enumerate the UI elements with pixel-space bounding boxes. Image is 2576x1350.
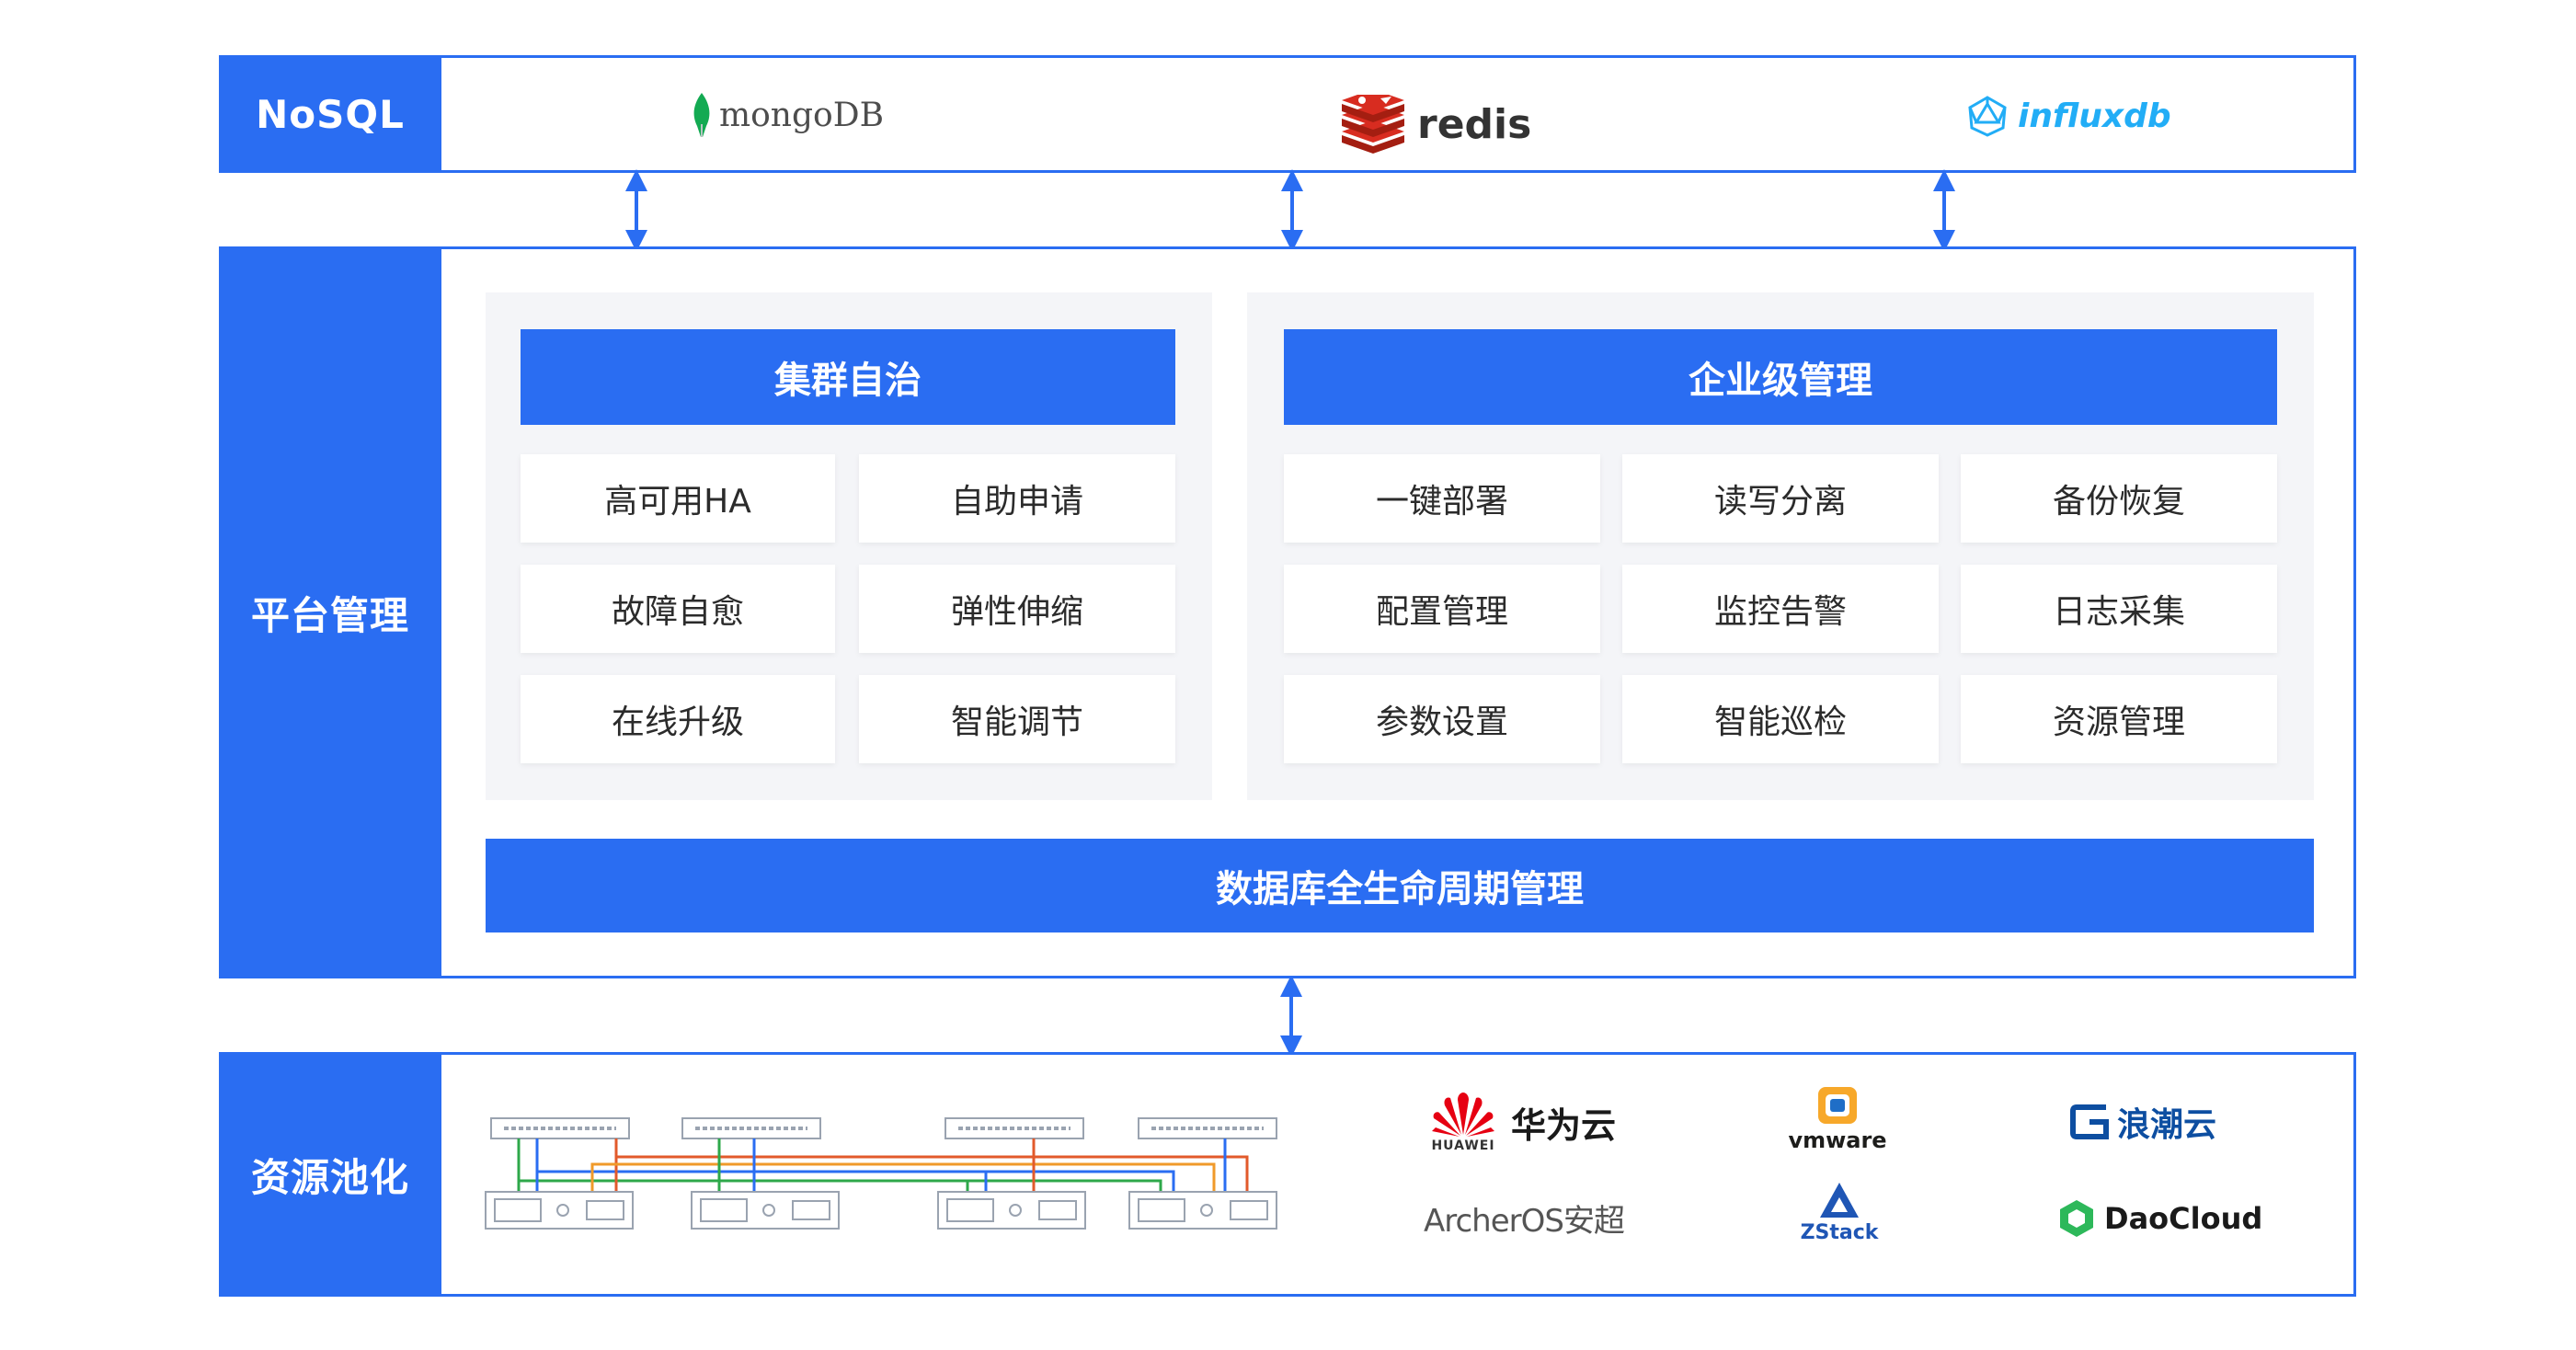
mongodb-logo: mongoDB (690, 87, 884, 143)
enterprise-item: 读写分离 (1622, 454, 1939, 543)
huawei-cloud-name: 华为云 (1511, 1104, 1617, 1146)
resource-label: 资源池化 (219, 1052, 441, 1297)
zstack-mountain-icon (1816, 1181, 1862, 1221)
vmware-wordmark: vmware (1788, 1127, 1887, 1153)
server-icon (485, 1191, 1277, 1230)
cluster-item: 故障自愈 (521, 565, 835, 653)
daocloud-icon (2056, 1198, 2097, 1239)
daocloud-wordmark: DaoCloud (2104, 1201, 2263, 1236)
cluster-title: 集群自治 (521, 329, 1175, 425)
enterprise-item: 日志采集 (1961, 565, 2277, 653)
inspur-cloud-logo: 浪潮云 (2069, 1096, 2216, 1148)
enterprise-item: 备份恢复 (1961, 454, 2277, 543)
vmware-logo: vmware (1788, 1083, 1887, 1157)
redis-cube-icon (1338, 95, 1408, 154)
huawei-cloud-logo: HUAWEI 华为云 (1430, 1087, 1616, 1157)
lifecycle-bar: 数据库全生命周期管理 (486, 839, 2314, 932)
influxdb-wordmark: influxdb (2018, 97, 2171, 135)
influxdb-icosahedron-icon (1966, 95, 2009, 137)
cluster-item: 在线升级 (521, 675, 835, 763)
cluster-item: 弹性伸缩 (859, 565, 1175, 653)
enterprise-item: 配置管理 (1284, 565, 1600, 653)
huawei-sub-label: HUAWEI (1431, 1138, 1495, 1153)
resource-row (219, 1052, 2356, 1297)
platform-label: 平台管理 (219, 246, 441, 978)
enterprise-title: 企业级管理 (1284, 329, 2277, 425)
inspur-cloud-name: 浪潮云 (2117, 1106, 2217, 1144)
nosql-row (219, 55, 2356, 173)
cluster-item: 智能调节 (859, 675, 1175, 763)
daocloud-logo: DaoCloud (2056, 1196, 2262, 1241)
archeros-logo: ArcherOS安超 (1424, 1194, 1625, 1241)
enterprise-item: 参数设置 (1284, 675, 1600, 763)
enterprise-item: 监控告警 (1622, 565, 1939, 653)
nosql-label: NoSQL (219, 55, 441, 173)
zstack-wordmark: ZStack (1800, 1221, 1879, 1244)
enterprise-item: 一键部署 (1284, 454, 1600, 543)
enterprise-item: 智能巡检 (1622, 675, 1939, 763)
vmware-cube-icon (1815, 1083, 1860, 1127)
cluster-item: 高可用HA (521, 454, 835, 543)
redis-logo: redis (1338, 92, 1531, 156)
zstack-logo: ZStack (1793, 1181, 1885, 1264)
inspur-cloud-icon (2069, 1104, 2110, 1140)
mongodb-wordmark: mongoDB (719, 96, 885, 134)
archeros-wordmark: ArcherOS安超 (1424, 1202, 1625, 1240)
redis-wordmark: redis (1417, 100, 1532, 148)
mongodb-leaf-icon (690, 91, 714, 139)
cluster-item: 自助申请 (859, 454, 1175, 543)
server-cluster-illustration (485, 1117, 1277, 1230)
huawei-petal-icon: HUAWEI (1430, 1091, 1496, 1153)
enterprise-item: 资源管理 (1961, 675, 2277, 763)
influxdb-logo: influxdb (1966, 90, 2171, 142)
